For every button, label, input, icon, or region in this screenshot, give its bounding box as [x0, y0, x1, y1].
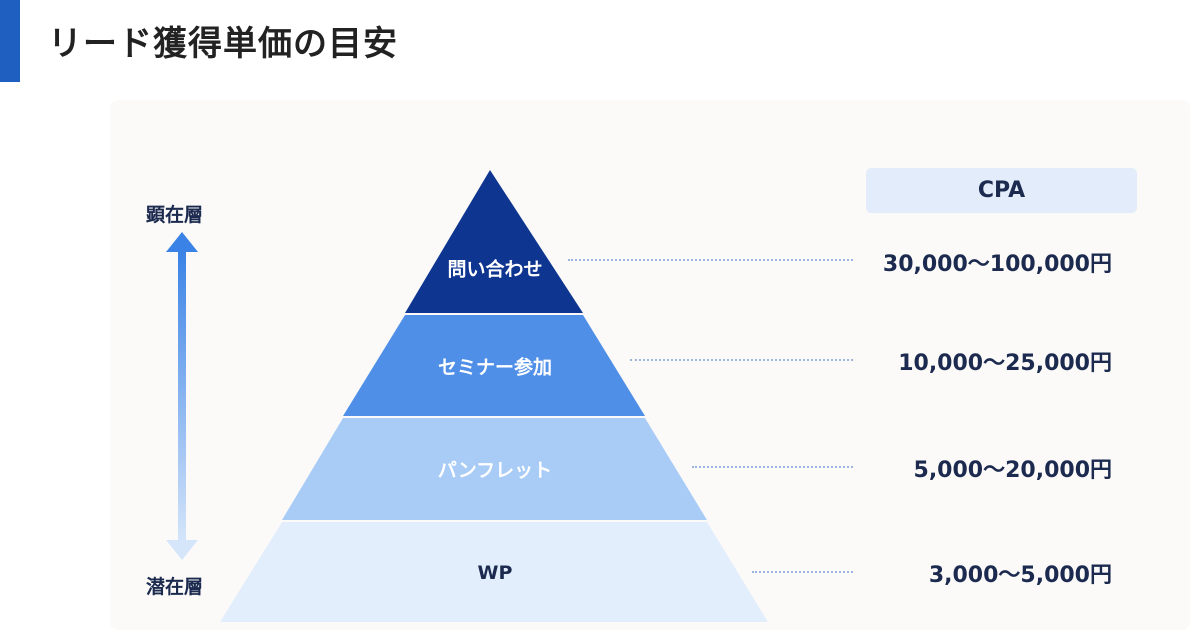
connector-line-wp — [752, 571, 853, 573]
cpa-value-inquiry: 30,000〜100,000円 — [882, 252, 1112, 277]
cpa-value-seminar: 10,000〜25,000円 — [898, 351, 1112, 376]
pyramid-tier-pamphlet — [282, 418, 707, 520]
tier-label-wp: WP — [477, 562, 513, 584]
cpa-value-pamphlet: 5,000〜20,000円 — [913, 458, 1112, 483]
connector-line-inquiry — [568, 259, 853, 261]
tier-label-seminar: セミナー参加 — [437, 356, 553, 379]
cpa-value-wp: 3,000〜5,000円 — [928, 563, 1112, 588]
tier-label-pamphlet: パンフレット — [437, 459, 553, 482]
cpa-header: CPA — [866, 168, 1137, 213]
tier-label-inquiry: 問い合わせ — [447, 258, 543, 281]
label-top-awareness: 顕在層 — [146, 204, 204, 226]
title-accent-bar — [0, 0, 20, 82]
pyramid-tier-wp — [220, 522, 768, 622]
pyramid-tier-seminar — [343, 315, 645, 416]
arrow-head-up-icon — [166, 232, 198, 252]
arrow-head-down-icon — [166, 540, 198, 560]
arrow-shaft — [178, 250, 186, 544]
page-title: リード獲得単価の目安 — [48, 24, 398, 64]
connector-line-pamphlet — [692, 466, 853, 468]
connector-line-seminar — [630, 359, 853, 361]
label-bottom-awareness: 潜在層 — [146, 576, 204, 598]
pyramid-tier-inquiry — [405, 170, 583, 313]
